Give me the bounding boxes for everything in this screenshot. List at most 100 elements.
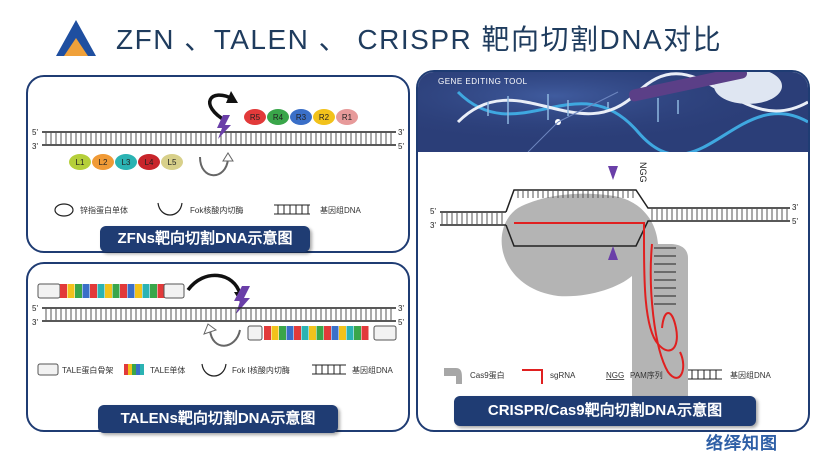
tale-monomer	[112, 284, 120, 298]
talen-strand-label-top-left: 5'	[32, 304, 38, 313]
legend-ngg-label: NGG	[606, 371, 624, 380]
legend-dna-label: 基因组DNA	[352, 365, 394, 375]
tale-monomer	[135, 284, 142, 298]
finger-r1	[336, 109, 358, 125]
crispr-dna-strands	[440, 189, 790, 247]
talen-dna-strands	[42, 307, 396, 322]
tale-monomer	[127, 284, 135, 298]
brand-logo	[56, 20, 96, 56]
zfn-right-fingers: R5 R4 R3 R2 R1	[244, 109, 358, 125]
talen-strand-label-bottom-right: 5'	[398, 318, 404, 327]
zfn-left-fingers: L1 L2 L3 L4 L5	[69, 154, 183, 170]
zfn-strand-label-bottom-right: 5'	[398, 142, 404, 151]
tale-monomer	[60, 284, 67, 298]
talen-bottom-scaffold	[373, 325, 397, 341]
tale-monomer	[75, 284, 82, 298]
cas9-protein-shape	[501, 193, 688, 420]
finger-l2	[92, 154, 114, 170]
crispr-cut-bottom-marker	[608, 246, 618, 260]
talen-fok-bottom-arrowhead	[203, 323, 218, 335]
tale-monomer	[354, 326, 361, 340]
sgrna-hairpin	[649, 243, 685, 379]
talen-cut-lightning-icon	[234, 286, 250, 314]
finger-r5	[244, 109, 266, 125]
crispr-cut-top-marker	[608, 166, 618, 180]
legend-sgrna-icon	[522, 369, 543, 384]
zfn-legend: 锌指蛋白单体 Fok核酸内切酶 基因组DNA	[54, 202, 362, 217]
legend-pam-label: PAM序列	[630, 370, 663, 380]
talen-strand-label-top-right: 3'	[398, 304, 404, 313]
finger-l3	[115, 154, 137, 170]
crispr-panel: GENE EDITING TOOL 5' 3' 3' 5' NGG	[416, 70, 810, 432]
tale-monomer	[324, 326, 331, 340]
crispr-caption: CRISPR/Cas9靶向切割DNA示意图	[454, 396, 756, 426]
tale-monomer	[120, 284, 127, 298]
legend-dna-label: 基因组DNA	[320, 205, 362, 215]
crispr-strand-label-top-left: 5'	[430, 207, 436, 216]
talen-top-scaffold-end	[163, 283, 185, 299]
legend-sgrna-label: sgRNA	[550, 371, 576, 380]
finger-r4	[267, 109, 289, 125]
talen-fok-bottom-arc	[209, 329, 241, 347]
zfn-strand-label-top-left: 5'	[32, 128, 38, 137]
crispr-strand-label-bottom-left: 3'	[430, 221, 436, 230]
zfn-fok-bottom-arrowhead	[222, 152, 234, 162]
legend-scaffold-icon	[37, 363, 59, 376]
zfn-cut-lightning-icon	[217, 115, 231, 139]
legend-monomer-label: TALE单体	[150, 365, 185, 375]
tale-monomer	[105, 284, 112, 298]
legend-dna-icon	[274, 204, 310, 215]
crispr-banner-image: GENE EDITING TOOL	[418, 72, 808, 152]
zfn-fok-bottom-arc	[199, 156, 229, 177]
slide-title: ZFN 、TALEN 、 CRISPR 靶向切割DNA对比	[116, 24, 723, 55]
tale-monomer	[286, 326, 294, 340]
finger-l4-label: L4	[145, 158, 154, 167]
tale-monomer	[264, 326, 271, 340]
tale-monomer	[142, 284, 150, 298]
finger-r3	[290, 109, 312, 125]
tale-monomer	[331, 326, 339, 340]
zfn-caption: ZFNs靶向切割DNA示意图	[100, 226, 310, 252]
talen-legend: TALE蛋白骨架 TALE单体 Fok Ⅰ核酸内切酶 基因组DNA	[37, 363, 394, 377]
talen-caption: TALENs靶向切割DNA示意图	[98, 405, 338, 433]
tale-monomer	[271, 326, 279, 340]
tale-monomer	[279, 326, 286, 340]
legend-dna-label: 基因组DNA	[730, 370, 772, 380]
talen-bottom-scaffold-start	[247, 325, 263, 341]
tale-monomer	[316, 326, 324, 340]
finger-l3-label: L3	[122, 158, 131, 167]
pam-label: NGG	[638, 162, 648, 183]
finger-r2	[313, 109, 335, 125]
watermark: 络绎知图	[706, 434, 778, 453]
tale-monomer	[301, 326, 309, 340]
zfn-fok-top-arc	[208, 93, 234, 123]
legend-fok-icon	[157, 202, 183, 216]
zfn-dna-strands	[42, 131, 396, 146]
talen-panel: 5' 3' 3' 5' TALE蛋白骨架 TALE单体 Fok Ⅰ核酸内切酶	[26, 262, 410, 432]
legend-zinc-finger-icon	[54, 203, 74, 217]
finger-l2-label: L2	[99, 158, 108, 167]
tale-monomer	[294, 326, 301, 340]
tale-monomer	[97, 284, 105, 298]
tale-monomer	[90, 284, 97, 298]
crispr-banner-text: GENE EDITING TOOL	[438, 77, 528, 86]
tale-monomer	[346, 326, 354, 340]
finger-r3-label: R3	[296, 113, 307, 122]
crispr-strand-label-top-right: 3'	[792, 203, 798, 212]
talen-top-monomers	[60, 284, 165, 298]
tale-monomer	[309, 326, 316, 340]
legend-cas9-label: Cas9蛋白	[470, 370, 505, 380]
tale-monomer	[361, 326, 369, 340]
finger-l5-label: L5	[168, 158, 177, 167]
tale-monomer	[67, 284, 75, 298]
finger-r2-label: R2	[319, 113, 330, 122]
talen-bottom-monomers	[264, 326, 369, 340]
talen-fok-top-arc	[186, 273, 242, 295]
zfn-fok-top-arrowhead	[226, 91, 238, 103]
tale-monomer	[157, 284, 165, 298]
zfn-panel: 5' 3' 3' 5' R5 R4 R3 R2 R1 L1 L2 L3 L4	[26, 75, 410, 253]
legend-monomer-icon	[124, 364, 144, 375]
sgrna-strand	[514, 222, 678, 352]
tale-monomer	[150, 284, 157, 298]
talen-strand-label-bottom-left: 3'	[32, 318, 38, 327]
